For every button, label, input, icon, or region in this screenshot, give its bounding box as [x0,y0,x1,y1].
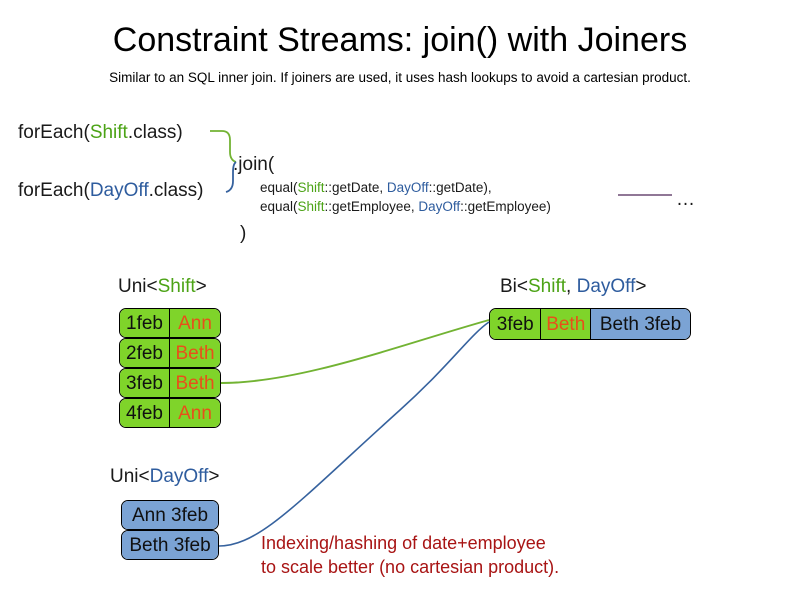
joiner-0-prefix: equal( [260,180,298,195]
foreach-shift-prefix: forEach( [18,122,90,143]
shift-date-cell: 2feb [120,339,170,367]
code-foreach-dayoff: forEach(DayOff.class) [18,179,204,203]
joiner-0-right-method: ::getDate), [428,180,492,195]
foreach-dayoff-suffix: .class) [148,180,204,201]
bi-shift-date-cell: 3feb [490,309,542,339]
shift-employee-cell: Ann [170,309,220,337]
bi-type-b: DayOff [576,276,636,297]
joiner-1-right-method: ::getEmployee) [460,199,551,214]
foreach-shift-type: Shift [89,122,128,143]
foreach-shift-suffix: .class) [127,122,183,143]
bi-suffix: > [635,276,647,297]
joiner-1-right-type: DayOff [418,199,461,214]
shift-fact-row: 4feb Ann [119,398,221,428]
joiner-0-right-type: DayOff [386,180,429,195]
dayoff-value-cell: Ann 3feb [122,501,218,529]
foreach-dayoff-type: DayOff [89,180,149,201]
joiner-0-left-method: ::getDate, [324,180,387,195]
code-join-open: .join( [233,154,275,175]
bi-fact-row: 3feb Beth Beth 3feb [489,308,691,340]
connector-shift-match-to-bi [220,319,490,384]
uni-dayoff-type: DayOff [149,466,209,487]
bi-type-a: Shift [528,276,567,297]
uni-dayoff-prefix: Uni< [110,466,150,487]
shift-employee-cell: Beth [170,339,220,367]
dayoff-value-cell: Beth 3feb [122,531,218,559]
shift-fact-row: 1feb Ann [119,308,221,338]
uni-shift-type: Shift [157,276,196,297]
bi-shift-employee-cell: Beth [541,309,591,339]
label-uni-shift: Uni<Shift> [118,275,207,299]
code-foreach-shift: forEach(Shift.class) [18,121,183,145]
label-bi-stream: Bi<Shift, DayOff> [500,275,646,299]
uni-shift-suffix: > [195,276,207,297]
shift-date-cell: 4feb [120,399,170,427]
connector-dayoff-match-to-bi [218,321,490,547]
annotation-note: Indexing/hashing of date+employee to sca… [261,533,560,577]
joiner-1-left-method: ::getEmployee, [324,199,419,214]
uni-dayoff-suffix: > [208,466,220,487]
dayoff-fact-row: Beth 3feb [121,530,219,560]
code-joiner-equal-employee: equal(Shift::getEmployee, DayOff::getEmp… [260,198,551,216]
bi-separator: , [566,276,577,297]
shift-date-cell: 1feb [120,309,170,337]
code-joiner-equal-date: equal(Shift::getDate, DayOff::getDate), [260,179,492,197]
label-uni-dayoff: Uni<DayOff> [110,465,220,489]
dayoff-fact-row: Ann 3feb [121,500,219,530]
shift-fact-row: 2feb Beth [119,338,221,368]
joiner-0-left-type: Shift [297,180,325,195]
bi-dayoff-cell: Beth 3feb [591,309,690,339]
code-join-close: ) [240,223,247,244]
shift-fact-row: 3feb Beth [119,368,221,398]
joiner-1-prefix: equal( [260,199,298,214]
page-title: Constraint Streams: join() with Joiners [112,21,688,59]
shift-employee-cell: Ann [170,399,220,427]
page-subtitle: Similar to an SQL inner join. If joiners… [109,70,691,85]
bi-prefix: Bi< [500,276,528,297]
shift-employee-cell: Beth [170,369,220,397]
continuation-ellipsis: … [676,189,695,210]
joiner-1-left-type: Shift [297,199,325,214]
uni-shift-prefix: Uni< [118,276,158,297]
shift-date-cell: 3feb [120,369,170,397]
foreach-dayoff-prefix: forEach( [18,180,90,201]
